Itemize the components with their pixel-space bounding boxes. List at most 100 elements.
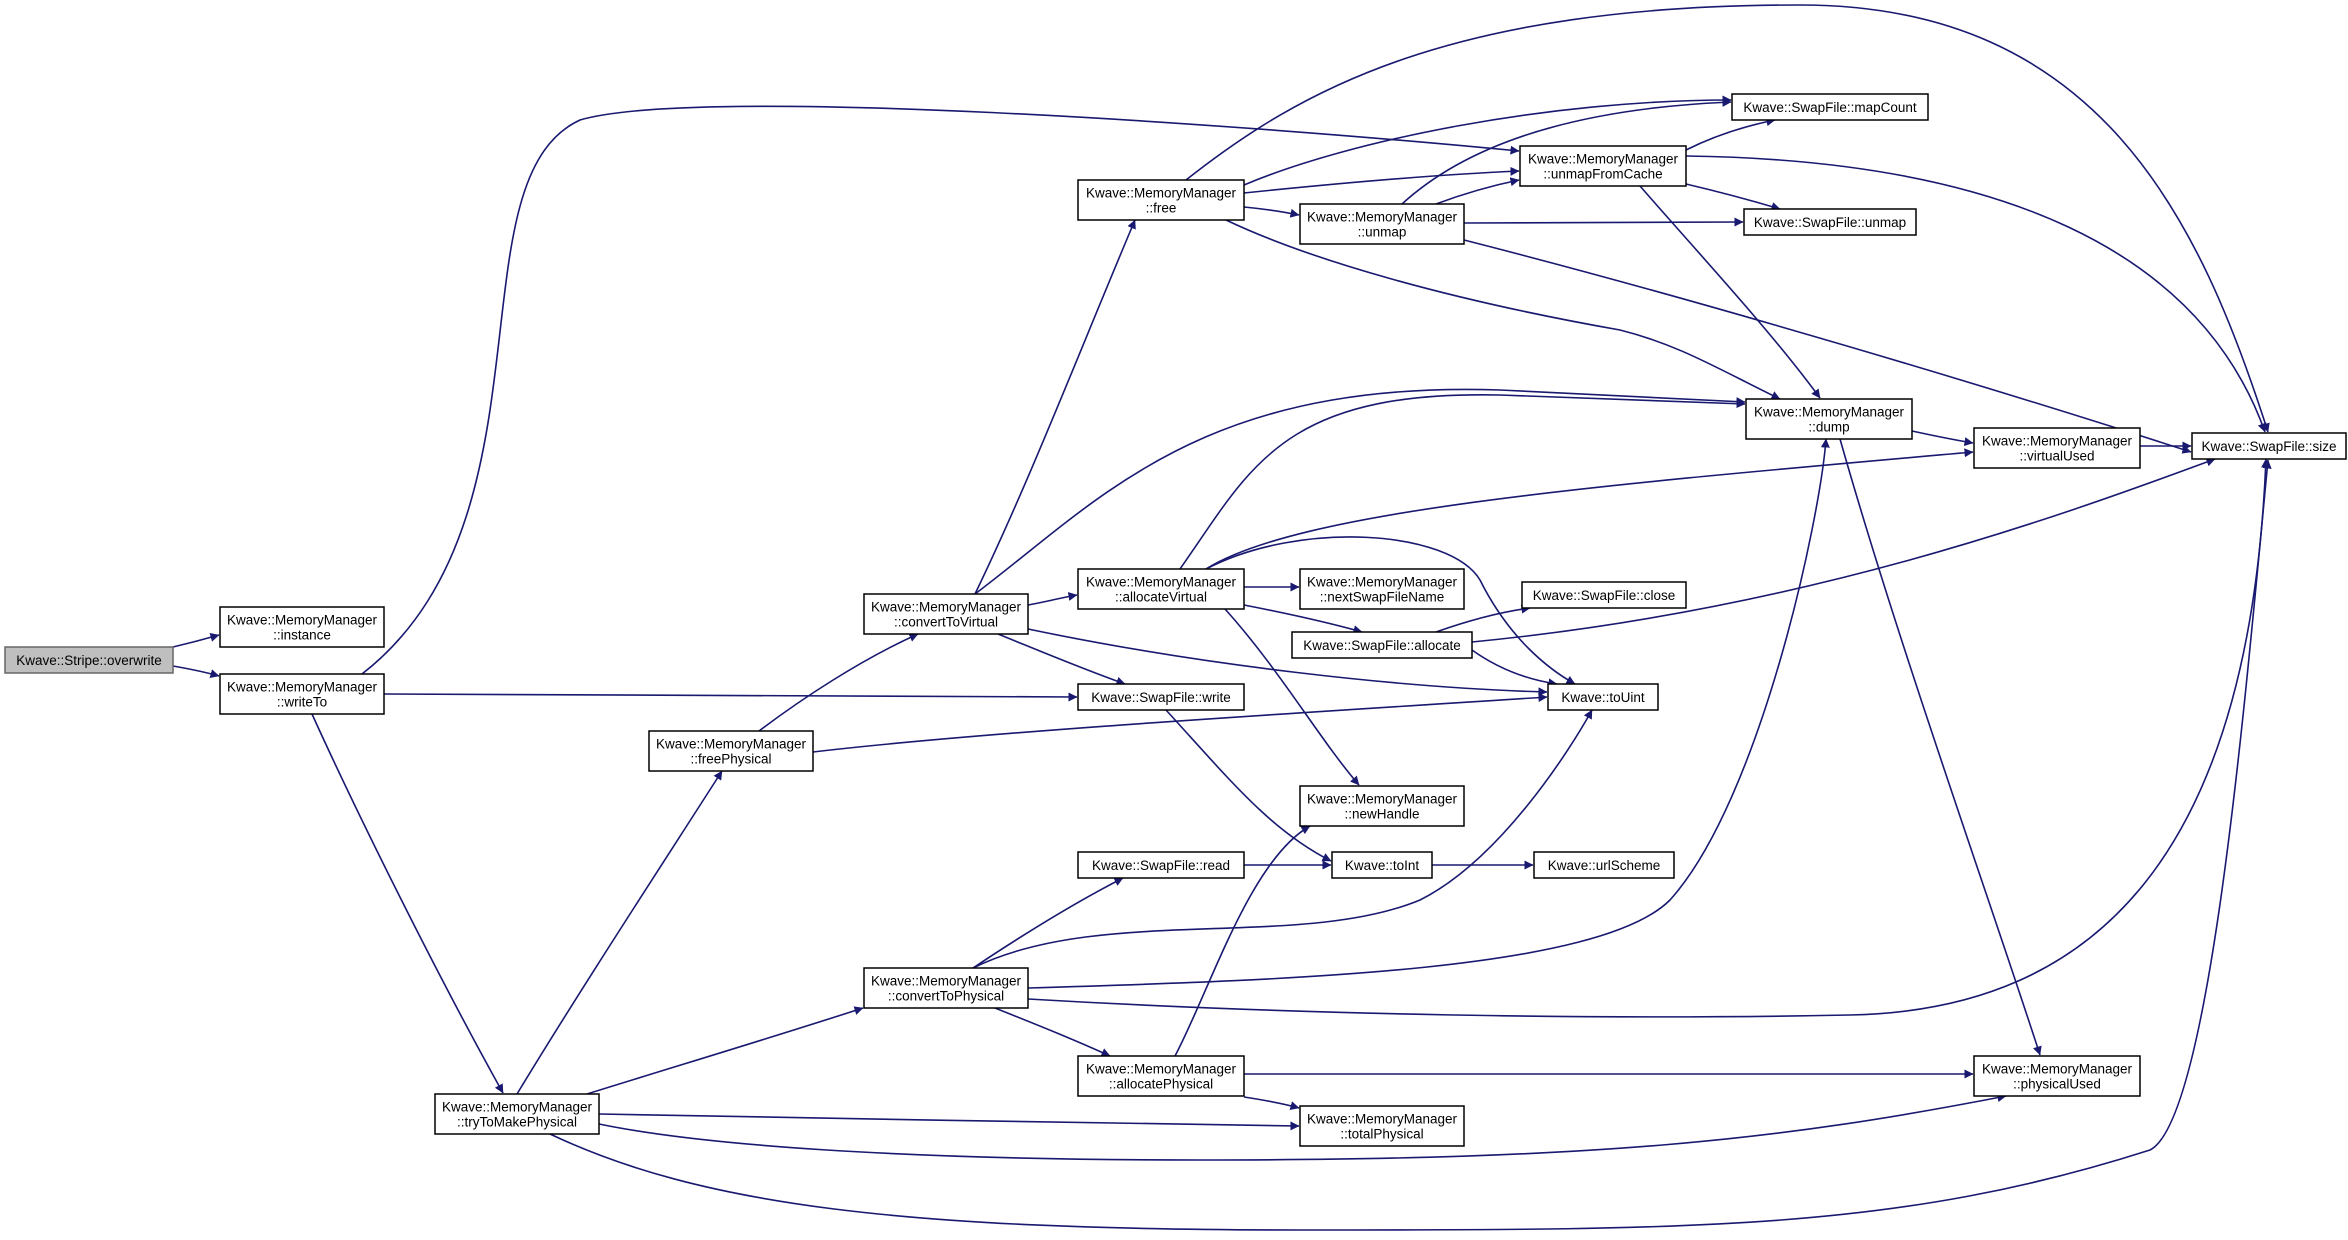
node-label-line: Kwave::SwapFile::size [2201, 439, 2336, 454]
node-box[interactable] [434, 1093, 600, 1135]
node-swUnmap[interactable]: Kwave::SwapFile::unmap [1743, 208, 1917, 236]
edge-writeTo-to-unmapFromCache [361, 105, 1520, 675]
node-swAllocate[interactable]: Kwave::SwapFile::allocate [1291, 631, 1473, 659]
node-convertToPhysical[interactable]: Kwave::MemoryManager::convertToPhysical [863, 967, 1029, 1009]
node-swWrite[interactable]: Kwave::SwapFile::write [1077, 683, 1245, 711]
node-totalPhysical[interactable]: Kwave::MemoryManager::totalPhysical [1299, 1105, 1465, 1147]
node-physicalUsed[interactable]: Kwave::MemoryManager::physicalUsed [1973, 1055, 2141, 1097]
node-label-line: ::virtualUsed [2019, 449, 2094, 464]
edge-swAllocate-to-swClose [1435, 604, 1531, 633]
node-writeTo[interactable]: Kwave::MemoryManager::writeTo [219, 673, 385, 715]
node-allocateVirtual[interactable]: Kwave::MemoryManager::allocateVirtual [1077, 568, 1245, 610]
node-unmap[interactable]: Kwave::MemoryManager::unmap [1299, 203, 1465, 245]
edge-dump-to-virtualUsed [1911, 430, 1974, 447]
edge-convertToVirtual-to-toUint [1027, 628, 1548, 697]
node-swRead[interactable]: Kwave::SwapFile::read [1077, 851, 1245, 879]
node-label-line: Kwave::MemoryManager [1528, 152, 1679, 167]
edge-unmapFromCache-to-dump [1639, 185, 1821, 399]
node-mapCount[interactable]: Kwave::SwapFile::mapCount [1731, 93, 1929, 121]
node-box[interactable] [1077, 1055, 1245, 1097]
edge-free-to-mapCount [1243, 95, 1732, 186]
node-label-line: Kwave::MemoryManager [1982, 434, 2133, 449]
edge-writeTo-to-swWrite [383, 692, 1078, 702]
node-nextSwapFileName[interactable]: Kwave::MemoryManager::nextSwapFileName [1299, 568, 1465, 610]
node-box[interactable] [219, 673, 385, 715]
edge-unmap-to-swUnmap [1463, 217, 1744, 227]
node-box[interactable] [1973, 427, 2141, 469]
edge-convertToPhysical-to-swSize [1027, 458, 2271, 1018]
node-label-line: Kwave::toInt [1345, 858, 1420, 873]
node-allocatePhysical[interactable]: Kwave::MemoryManager::allocatePhysical [1077, 1055, 1245, 1097]
node-box[interactable] [4, 646, 174, 674]
edge-convertToPhysical-to-swRead [972, 877, 1124, 969]
edge-convertToVirtual-to-allocateVirtual [1027, 592, 1078, 606]
node-box[interactable] [1077, 568, 1245, 610]
node-box[interactable] [1299, 568, 1465, 610]
node-box[interactable] [2191, 432, 2347, 460]
node-toUint[interactable]: Kwave::toUint [1547, 683, 1659, 711]
edge-writeTo-to-tryToMakePhysical [311, 713, 504, 1094]
node-dump[interactable]: Kwave::MemoryManager::dump [1745, 398, 1913, 440]
node-box[interactable] [1077, 683, 1245, 711]
node-box[interactable] [1299, 1105, 1465, 1147]
node-label-line: Kwave::MemoryManager [1754, 405, 1905, 420]
node-label-line: ::physicalUsed [2013, 1077, 2101, 1092]
node-label-line: Kwave::SwapFile::unmap [1754, 215, 1906, 230]
node-box[interactable] [1077, 851, 1245, 879]
node-virtualUsed[interactable]: Kwave::MemoryManager::virtualUsed [1973, 427, 2141, 469]
node-label-line: Kwave::SwapFile::read [1092, 858, 1230, 873]
edge-dump-to-physicalUsed [1839, 438, 2042, 1056]
node-label-line: ::allocateVirtual [1115, 590, 1207, 605]
node-label-line: ::free [1146, 201, 1177, 216]
edge-unmapFromCache-to-swSize [1685, 155, 2267, 433]
node-box[interactable] [1299, 203, 1465, 245]
node-box[interactable] [1299, 785, 1465, 827]
node-box[interactable] [1521, 581, 1687, 609]
edge-tryToMakePhysical-to-swSize [549, 459, 2272, 1231]
node-box[interactable] [1547, 683, 1659, 711]
edge-convertToVirtual-to-dump [974, 388, 1746, 595]
node-box[interactable] [863, 967, 1029, 1009]
node-freePhysical[interactable]: Kwave::MemoryManager::freePhysical [648, 730, 814, 772]
node-box[interactable] [1743, 208, 1917, 236]
edge-overwrite-to-writeTo [172, 665, 220, 678]
node-box[interactable] [219, 606, 385, 648]
edge-swAllocate-to-toUint [1471, 649, 1558, 688]
node-box[interactable] [648, 730, 814, 772]
node-tryToMakePhysical[interactable]: Kwave::MemoryManager::tryToMakePhysical [434, 1093, 600, 1135]
node-box[interactable] [1077, 179, 1245, 221]
node-box[interactable] [1519, 145, 1687, 187]
edge-tryToMakePhysical-to-convertToPhysical [586, 1006, 864, 1095]
node-swClose[interactable]: Kwave::SwapFile::close [1521, 581, 1687, 609]
edge-convertToPhysical-to-toUint [972, 709, 1593, 969]
node-free[interactable]: Kwave::MemoryManager::free [1077, 179, 1245, 221]
edge-allocatePhysical-to-newHandle [1174, 825, 1311, 1057]
node-box[interactable] [1973, 1055, 2141, 1097]
node-box[interactable] [1291, 631, 1473, 659]
edge-allocatePhysical-to-totalPhysical [1243, 1096, 1300, 1110]
node-label-line: Kwave::MemoryManager [1307, 210, 1458, 225]
node-label-line: ::convertToPhysical [888, 989, 1004, 1004]
node-box[interactable] [1331, 851, 1433, 879]
node-label-line: ::convertToVirtual [894, 615, 998, 630]
edge-free-to-swSize [1185, 4, 2270, 433]
node-label-line: Kwave::urlScheme [1548, 858, 1661, 873]
function-nodes: Kwave::Stripe::overwriteKwave::MemoryMan… [4, 93, 2347, 1147]
node-box[interactable] [1745, 398, 1913, 440]
node-box[interactable] [863, 593, 1029, 635]
node-toInt[interactable]: Kwave::toInt [1331, 851, 1433, 879]
node-label-line: Kwave::SwapFile::allocate [1303, 638, 1461, 653]
node-label-line: ::dump [1808, 420, 1849, 435]
node-urlScheme[interactable]: Kwave::urlScheme [1533, 851, 1675, 879]
node-overwrite[interactable]: Kwave::Stripe::overwrite [4, 646, 174, 674]
node-label-line: ::instance [273, 628, 331, 643]
node-convertToVirtual[interactable]: Kwave::MemoryManager::convertToVirtual [863, 593, 1029, 635]
node-instance[interactable]: Kwave::MemoryManager::instance [219, 606, 385, 648]
node-box[interactable] [1731, 93, 1929, 121]
node-swSize[interactable]: Kwave::SwapFile::size [2191, 432, 2347, 460]
node-box[interactable] [1533, 851, 1675, 879]
node-newHandle[interactable]: Kwave::MemoryManager::newHandle [1299, 785, 1465, 827]
node-unmapFromCache[interactable]: Kwave::MemoryManager::unmapFromCache [1519, 145, 1687, 187]
edge-allocateVirtual-to-dump [1179, 394, 1746, 570]
